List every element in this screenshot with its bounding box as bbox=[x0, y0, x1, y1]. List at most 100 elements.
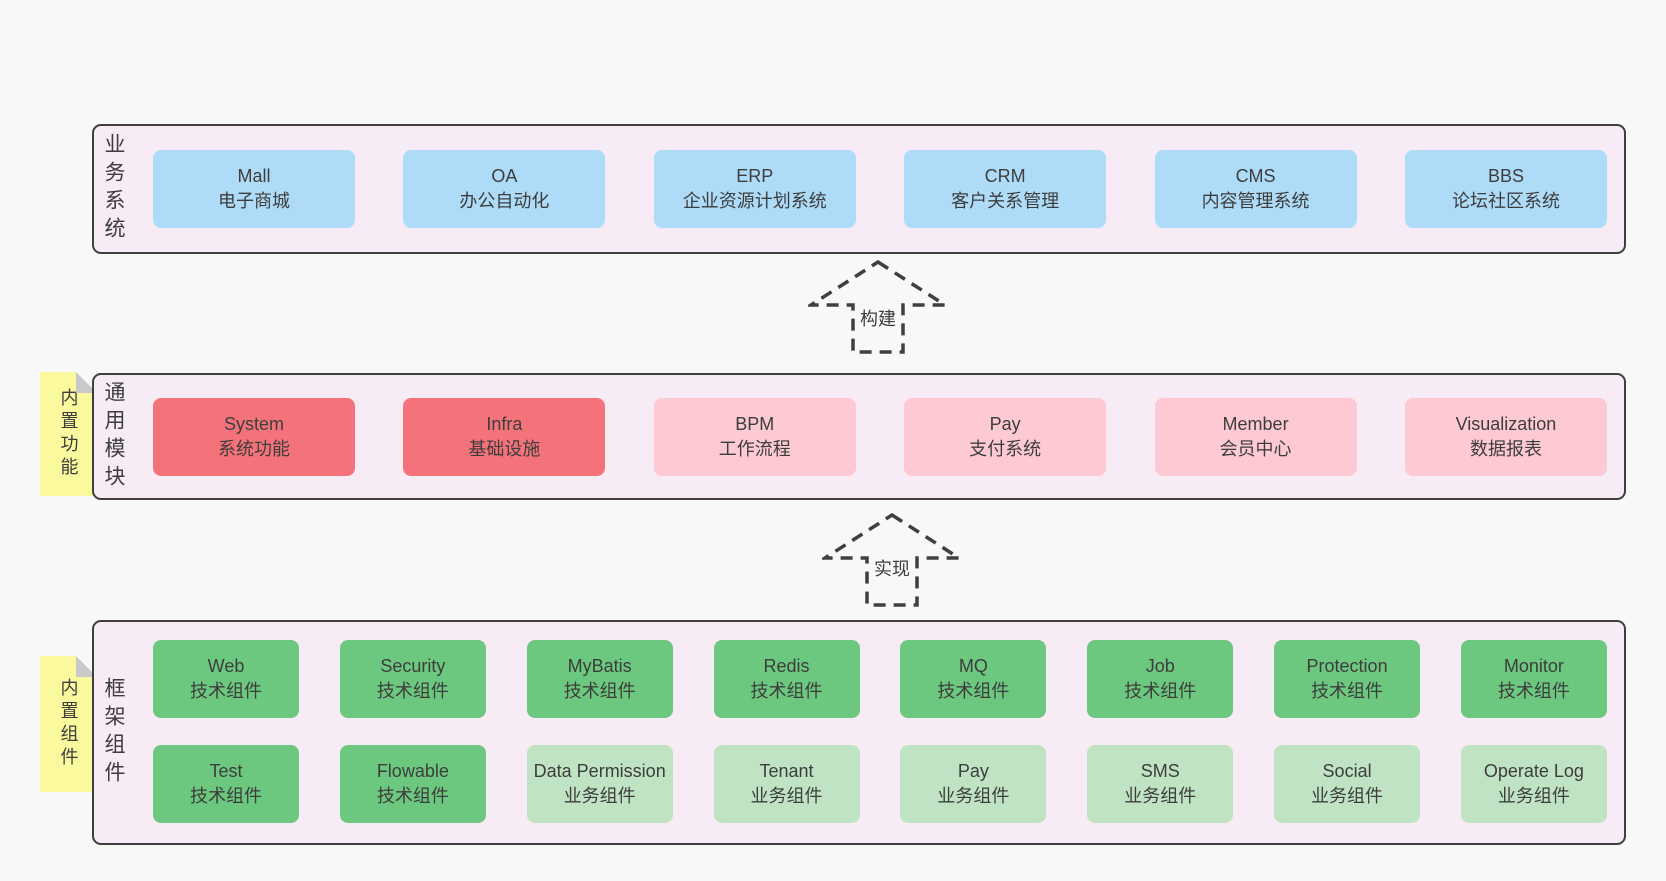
box-subtitle: 企业资源计划系统 bbox=[682, 191, 827, 211]
box-title: Redis bbox=[763, 656, 810, 677]
box-social: Social 业务组件 bbox=[1274, 745, 1421, 823]
box-cms: CMS 内容管理系统 bbox=[1154, 150, 1357, 228]
box-flowable: Flowable 技术组件 bbox=[339, 745, 486, 823]
box-subtitle: 业务组件 bbox=[750, 786, 823, 806]
box-bbs: BBS 论坛社区系统 bbox=[1404, 150, 1607, 228]
box-title: Protection bbox=[1306, 656, 1388, 677]
box-title: OA bbox=[491, 166, 518, 187]
box-title: Infra bbox=[486, 413, 523, 434]
box-operate-log: Operate Log 业务组件 bbox=[1460, 745, 1607, 823]
box-pay-biz: Pay 业务组件 bbox=[900, 745, 1047, 823]
box-crm: CRM 客户关系管理 bbox=[904, 150, 1107, 228]
box-title: CMS bbox=[1235, 166, 1276, 187]
box-subtitle: 业务组件 bbox=[1311, 786, 1384, 806]
box-title: BBS bbox=[1487, 166, 1524, 187]
box-subtitle: 技术组件 bbox=[750, 681, 823, 701]
box-title: System bbox=[223, 413, 284, 434]
box-subtitle: 工作流程 bbox=[718, 438, 791, 459]
box-subtitle: 业务组件 bbox=[1497, 786, 1570, 806]
box-title: MQ bbox=[958, 656, 988, 677]
box-title: Monitor bbox=[1503, 656, 1564, 677]
box-title: Test bbox=[209, 761, 243, 782]
box-title: CRM bbox=[984, 166, 1026, 187]
box-subtitle: 系统功能 bbox=[218, 438, 290, 459]
box-subtitle: 业务组件 bbox=[563, 786, 636, 806]
box-subtitle: 电子商城 bbox=[218, 191, 290, 211]
box-subtitle: 技术组件 bbox=[376, 786, 449, 806]
modules-box-row: System 系统功能 Infra 基础设施 BPM 工作流程 Pay 支付系统… bbox=[153, 397, 1607, 476]
note-text: 内置组件 bbox=[58, 678, 79, 770]
box-mall: Mall 电子商城 bbox=[153, 150, 355, 228]
box-pay: Pay 支付系统 bbox=[904, 397, 1107, 476]
note-text: 内置功能 bbox=[58, 388, 79, 480]
layer-label-business: 业务系统 bbox=[102, 133, 125, 245]
box-data-permission: Data Permission 业务组件 bbox=[526, 745, 673, 823]
note-built-in-components: 内置组件 bbox=[40, 656, 97, 792]
layer-business-systems: 业务系统 Mall 电子商城 OA 办公自动化 ERP 企业资源计划系统 CRM… bbox=[92, 124, 1626, 254]
arrow-implement: 实现 bbox=[822, 513, 962, 608]
business-box-row: Mall 电子商城 OA 办公自动化 ERP 企业资源计划系统 CRM 客户关系… bbox=[153, 150, 1607, 228]
box-title: Mall bbox=[237, 166, 271, 187]
box-title: Visualization bbox=[1455, 413, 1557, 434]
box-subtitle: 技术组件 bbox=[376, 681, 449, 701]
box-title: ERP bbox=[736, 166, 774, 187]
box-subtitle: 技术组件 bbox=[1124, 681, 1197, 701]
box-protection: Protection 技术组件 bbox=[1274, 640, 1421, 718]
box-tenant: Tenant 业务组件 bbox=[713, 745, 860, 823]
box-system: System 系统功能 bbox=[153, 397, 355, 476]
box-subtitle: 技术组件 bbox=[563, 681, 636, 701]
box-title: Operate Log bbox=[1483, 761, 1584, 782]
layer-common-modules: 通用模块 System 系统功能 Infra 基础设施 BPM 工作流程 Pay… bbox=[92, 373, 1626, 500]
box-bpm: BPM 工作流程 bbox=[653, 397, 856, 476]
arrow-build: 构建 bbox=[808, 260, 948, 355]
box-subtitle: 基础设施 bbox=[468, 438, 541, 459]
box-title: MyBatis bbox=[567, 656, 632, 677]
components-box-row-2: Test 技术组件 Flowable 技术组件 Data Permission … bbox=[153, 745, 1607, 823]
box-infra: Infra 基础设施 bbox=[403, 397, 606, 476]
box-mybatis: MyBatis 技术组件 bbox=[526, 640, 673, 718]
box-security: Security 技术组件 bbox=[339, 640, 486, 718]
box-monitor: Monitor 技术组件 bbox=[1460, 640, 1607, 718]
arrow-label: 构建 bbox=[856, 304, 900, 332]
box-subtitle: 会员中心 bbox=[1219, 438, 1292, 459]
box-title: Member bbox=[1222, 413, 1289, 434]
note-built-in-features: 内置功能 bbox=[40, 372, 97, 496]
box-visualization: Visualization 数据报表 bbox=[1404, 397, 1607, 476]
box-job: Job 技术组件 bbox=[1087, 640, 1234, 718]
box-subtitle: 业务组件 bbox=[1124, 786, 1197, 806]
layer-label-components: 框架组件 bbox=[102, 676, 125, 789]
box-title: Web bbox=[207, 656, 245, 677]
arrow-label: 实现 bbox=[870, 554, 914, 582]
box-subtitle: 技术组件 bbox=[1311, 681, 1384, 701]
box-title: Flowable bbox=[376, 761, 449, 782]
box-subtitle: 技术组件 bbox=[1497, 681, 1570, 701]
box-subtitle: 技术组件 bbox=[190, 681, 262, 701]
box-redis: Redis 技术组件 bbox=[713, 640, 860, 718]
box-title: Security bbox=[380, 656, 446, 677]
box-subtitle: 论坛社区系统 bbox=[1451, 191, 1560, 211]
box-sms: SMS 业务组件 bbox=[1087, 745, 1234, 823]
box-subtitle: 内容管理系统 bbox=[1201, 191, 1310, 211]
box-member: Member 会员中心 bbox=[1154, 397, 1357, 476]
layer-framework-components: 框架组件 Web 技术组件 Security 技术组件 MyBatis 技术组件… bbox=[92, 620, 1626, 845]
box-title: SMS bbox=[1140, 761, 1180, 782]
box-mq: MQ 技术组件 bbox=[900, 640, 1047, 718]
box-web: Web 技术组件 bbox=[153, 640, 299, 718]
box-title: Pay bbox=[989, 413, 1021, 434]
box-erp: ERP 企业资源计划系统 bbox=[653, 150, 856, 228]
box-subtitle: 技术组件 bbox=[190, 786, 262, 806]
box-title: BPM bbox=[735, 413, 775, 434]
box-subtitle: 办公自动化 bbox=[459, 191, 550, 211]
box-title: Social bbox=[1322, 761, 1372, 782]
layer-label-modules: 通用模块 bbox=[102, 380, 125, 493]
dashed-up-arrow-icon bbox=[808, 260, 948, 354]
box-subtitle: 支付系统 bbox=[969, 438, 1042, 459]
box-subtitle: 客户关系管理 bbox=[951, 191, 1060, 211]
box-subtitle: 技术组件 bbox=[937, 681, 1010, 701]
box-title: Data Permission bbox=[533, 761, 666, 782]
components-box-row-1: Web 技术组件 Security 技术组件 MyBatis 技术组件 Redi… bbox=[153, 640, 1607, 718]
box-title: Job bbox=[1145, 656, 1175, 677]
box-subtitle: 数据报表 bbox=[1469, 438, 1542, 459]
dashed-up-arrow-icon bbox=[822, 513, 962, 607]
box-oa: OA 办公自动化 bbox=[403, 150, 606, 228]
